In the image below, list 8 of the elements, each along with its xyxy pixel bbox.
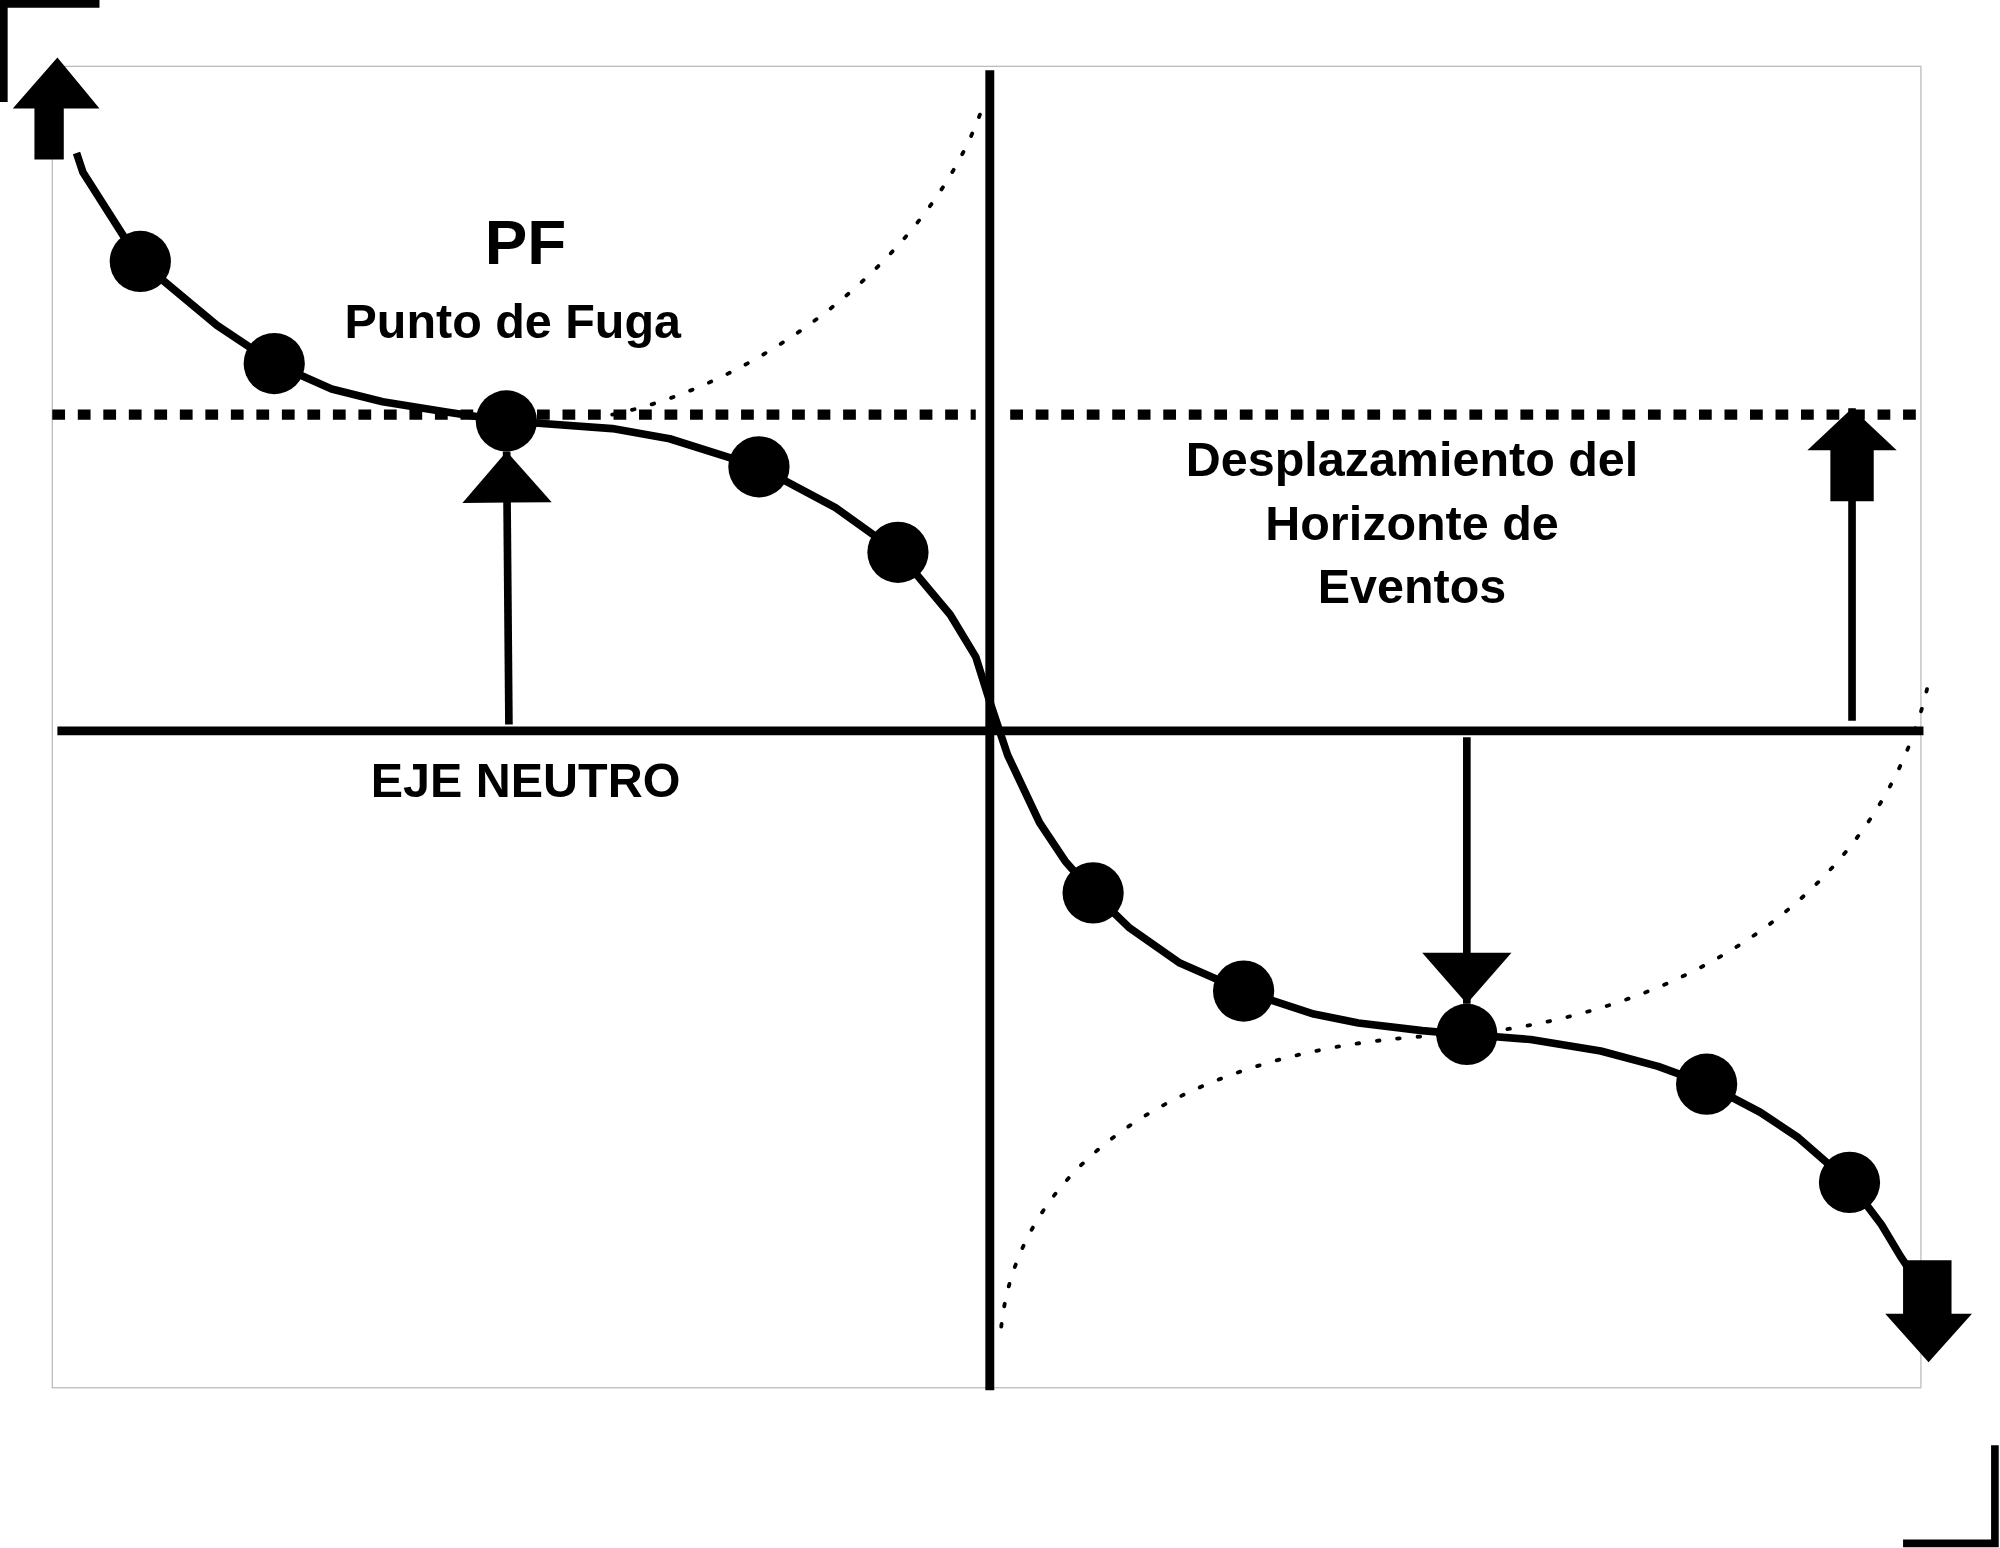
subtitle: Punto de Fuga bbox=[344, 293, 682, 351]
curve-point bbox=[1062, 862, 1124, 924]
curve-point bbox=[1818, 1151, 1881, 1213]
heading: PF bbox=[484, 205, 567, 281]
annotation: Desplazamiento del Horizonte de Eventos bbox=[1184, 431, 1640, 616]
curve-point bbox=[109, 230, 171, 293]
curve-point bbox=[867, 521, 929, 583]
axis-label: EJE NEUTRO bbox=[370, 752, 681, 810]
